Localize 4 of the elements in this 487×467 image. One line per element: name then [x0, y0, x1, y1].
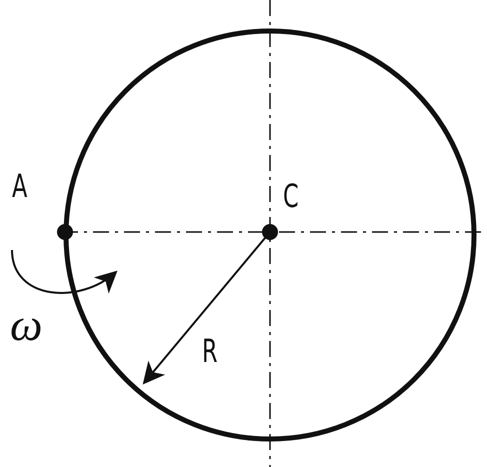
- radius-label: R: [202, 335, 218, 367]
- angular-velocity-label: ω: [10, 302, 42, 348]
- point-label: C: [283, 180, 299, 212]
- point-label: A: [12, 170, 28, 202]
